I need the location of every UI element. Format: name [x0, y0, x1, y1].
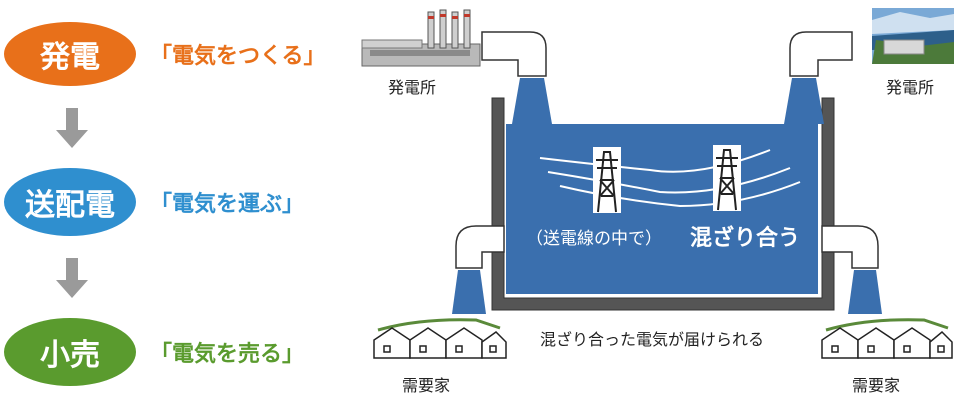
step-transmission-name: 送配電	[25, 188, 115, 223]
down-arrow-icon	[56, 108, 88, 148]
delivered-caption: 混ざり合った電気が届けられる	[540, 330, 765, 349]
step-retail-oval: 小売	[4, 318, 136, 386]
step-transmission-label: 「電気を運ぶ」	[150, 192, 305, 217]
step-transmission-oval: 送配電	[4, 168, 136, 236]
pool-caption-bold: 混ざり合う	[690, 225, 800, 251]
pool-caption-paren: （送電線の中で）	[526, 229, 662, 249]
step-retail-name: 小売	[40, 338, 100, 373]
transmission-tower-icon	[713, 145, 741, 211]
mixing-tank-diagram: （送電線の中で） 混ざり合う	[361, 8, 954, 359]
step-retail-label: 「電気を売る」	[150, 342, 305, 367]
transmission-tower-icon	[593, 147, 621, 213]
consumer-right-label: 需要家	[852, 376, 901, 395]
houses-icon	[821, 318, 953, 359]
down-arrow-icon	[56, 258, 88, 298]
houses-icon	[373, 318, 507, 359]
plant-right-label: 発電所	[886, 78, 935, 97]
inflow-pipe-left	[481, 31, 552, 124]
outflow-pipe-left	[452, 225, 505, 314]
outflow-pipe-right	[821, 225, 882, 314]
consumer-left-label: 需要家	[402, 376, 451, 395]
tank-walls	[491, 97, 835, 311]
hydro-dam-icon	[872, 8, 954, 64]
step-generation-name: 発電	[40, 40, 100, 75]
step-generation-label: 「電気をつくる」	[150, 44, 326, 69]
thermal-power-plant-icon	[361, 9, 481, 67]
water-pool	[506, 124, 818, 294]
inflow-pipe-right	[784, 31, 853, 124]
step-generation-oval: 発電	[4, 22, 136, 86]
plant-left-label: 発電所	[388, 78, 437, 97]
